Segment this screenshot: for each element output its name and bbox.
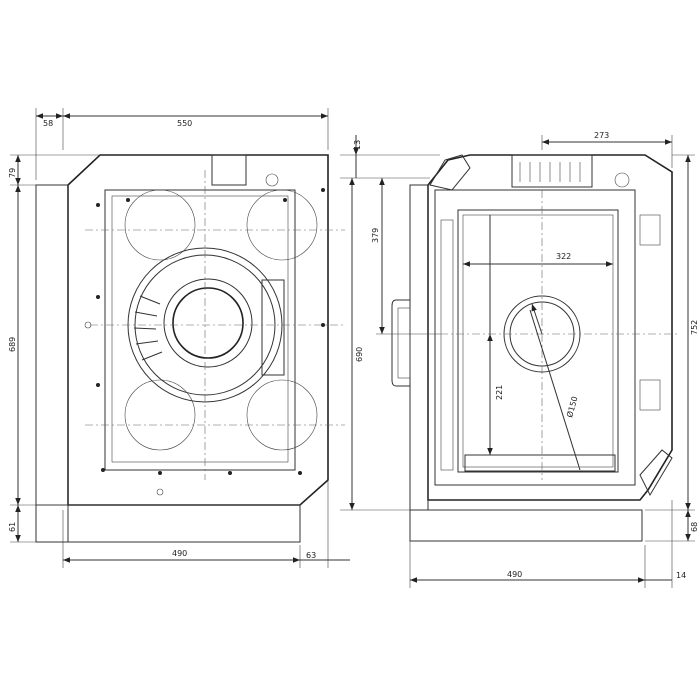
right-dim-diameter: Ø150 [564,395,579,418]
right-dim-752: 752 [690,320,699,335]
left-plinth [35,504,301,543]
right-grate [464,454,616,472]
right-dim-221: 221 [495,385,504,400]
left-inner-frame [104,189,296,471]
right-dim-322: 322 [556,252,571,261]
right-top-vent [511,154,593,188]
left-circle-br [246,379,318,451]
right-dim-273: 273 [594,131,609,140]
left-circle-tl [124,189,196,261]
left-dim-61: 61 [8,522,17,532]
left-flue-ring [163,278,253,368]
left-dim-63: 63 [306,551,316,560]
left-outer-body [67,154,329,506]
left-flue-inner [172,287,244,359]
left-top-block [211,154,247,186]
left-dim-79: 79 [8,168,17,178]
left-circle-tr [246,189,318,261]
left-view: 58 550 79 689 61 490 63 [8,108,350,568]
right-dim-490: 490 [507,570,522,579]
left-circle-bl [124,379,196,451]
right-firebox-glass [457,209,619,473]
left-dim-550: 550 [177,119,192,128]
left-side-panel [35,184,69,543]
right-dim-690: 690 [355,347,364,362]
right-dim-13: 13 [353,140,362,150]
right-firebox-outer [434,189,636,486]
right-dim-379: 379 [371,228,380,243]
right-view: 273 322 221 Ø150 13 379 690 752 68 [340,131,699,588]
right-dim-68: 68 [690,522,699,532]
right-dim-14: 14 [676,571,686,580]
left-bolts [84,173,325,496]
right-handle [391,299,410,387]
right-base [409,509,643,542]
left-dim-58: 58 [43,119,53,128]
left-dim-490: 490 [172,549,187,558]
left-dim-689: 689 [8,337,17,352]
